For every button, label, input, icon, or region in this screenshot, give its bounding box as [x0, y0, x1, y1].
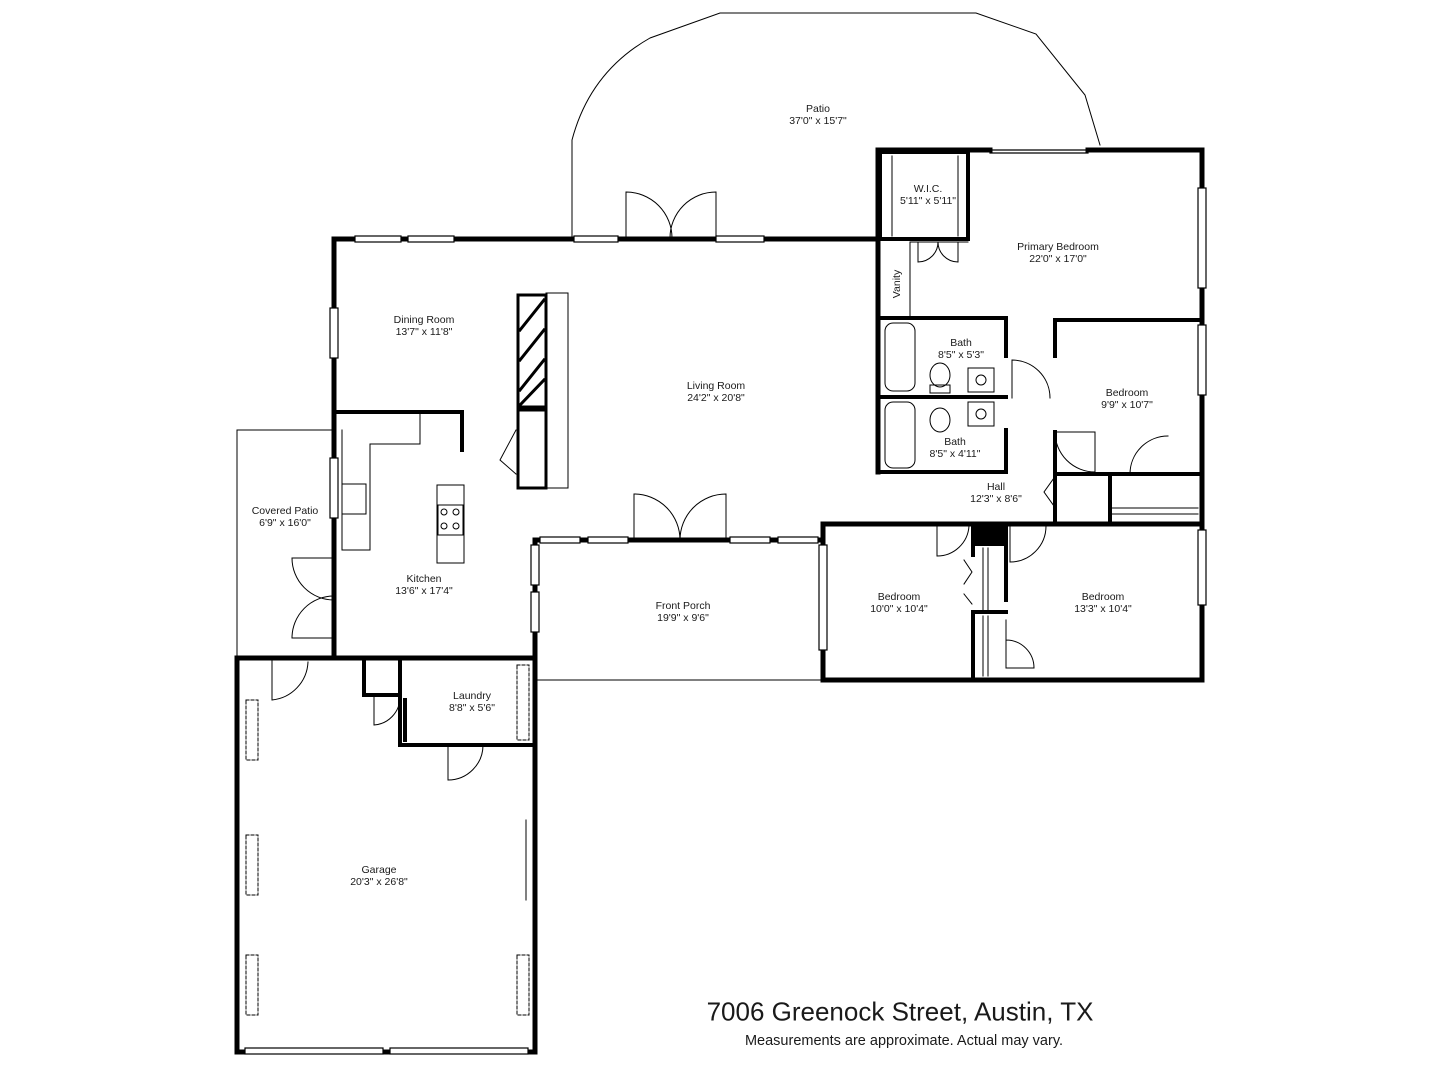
room-bath-1: Bath 8'5" x 5'3": [938, 337, 984, 361]
room-dims: 20'3" x 26'8": [350, 876, 408, 888]
room-name: Living Room: [686, 380, 746, 392]
room-name: Kitchen: [406, 573, 442, 585]
room-name: Front Porch: [655, 600, 711, 612]
room-name: Laundry: [453, 690, 491, 702]
room-dims: 9'9" x 10'7": [1101, 399, 1153, 411]
room-kitchen: Kitchen 13'6" x 17'4": [395, 573, 453, 597]
room-dims: 13'6" x 17'4": [395, 585, 453, 597]
room-name: Dining Room: [393, 314, 455, 326]
room-dims: 10'0" x 10'4": [870, 603, 928, 615]
room-dims: 5'11" x 5'11": [899, 195, 957, 207]
room-name: W.I.C.: [913, 183, 943, 195]
room-dims: 24'2" x 20'8": [687, 392, 745, 404]
room-dims: 8'8" x 5'6": [449, 702, 495, 714]
room-dims: 8'5" x 4'11": [929, 448, 981, 460]
room-laundry: Laundry 8'8" x 5'6": [449, 690, 495, 714]
room-bedroom-se: Bedroom 13'3" x 10'4": [1074, 591, 1132, 615]
room-name: Garage: [361, 864, 397, 876]
fireplace: [516, 293, 548, 490]
doors: [271, 191, 1169, 781]
windows: [244, 149, 1207, 1055]
room-dims: 19'9" x 9'6": [657, 612, 709, 624]
room-dims: 37'0" x 15'7": [789, 115, 847, 127]
room-vanity: Vanity: [891, 269, 903, 299]
patio-outline: [571, 12, 1101, 239]
room-name: Primary Bedroom: [1017, 241, 1099, 253]
room-wic: W.I.C. 5'11" x 5'11": [900, 183, 956, 207]
room-hall: Hall 12'3" x 8'6": [970, 481, 1022, 505]
room-name: Bedroom: [1081, 591, 1125, 603]
room-name: Bedroom: [877, 591, 921, 603]
disclaimer-note: Measurements are approximate. Actual may…: [744, 1033, 1064, 1049]
room-covered-patio: Covered Patio 6'9" x 16'0": [252, 505, 319, 529]
room-dims: 22'0" x 17'0": [1029, 253, 1087, 265]
room-front-porch: Front Porch 19'9" x 9'6": [656, 600, 711, 624]
room-name: Bedroom: [1105, 387, 1149, 399]
room-name: Hall: [986, 481, 1006, 493]
room-dims: 13'7" x 11'8": [395, 326, 453, 338]
room-name: Bath: [944, 436, 966, 448]
room-name: Bath: [950, 337, 972, 349]
address-title: 7006 Greenock Street, Austin, TX: [706, 996, 1094, 1027]
room-bath-2: Bath 8'5" x 4'11": [930, 436, 981, 460]
interior-walls: [334, 150, 1202, 747]
room-dims: 13'3" x 10'4": [1074, 603, 1132, 615]
room-bedroom-mid: Bedroom 10'0" x 10'4": [870, 591, 928, 615]
room-primary-bedroom: Primary Bedroom 22'0" x 17'0": [1017, 241, 1099, 265]
room-garage: Garage 20'3" x 26'8": [350, 864, 408, 888]
room-bedroom-east: Bedroom 9'9" x 10'7": [1101, 387, 1153, 411]
room-dims: 6'9" x 16'0": [259, 517, 311, 529]
room-name: Patio: [806, 103, 830, 115]
room-dims: 12'3" x 8'6": [970, 493, 1022, 505]
room-patio: Patio 37'0" x 15'7": [789, 103, 847, 127]
room-name: Covered Patio: [251, 505, 319, 517]
room-dining: Dining Room 13'7" x 11'8": [394, 314, 455, 338]
room-dims: 8'5" x 5'3": [938, 349, 984, 361]
room-living: Living Room 24'2" x 20'8": [687, 380, 745, 404]
exterior-walls: [234, 147, 1205, 1055]
